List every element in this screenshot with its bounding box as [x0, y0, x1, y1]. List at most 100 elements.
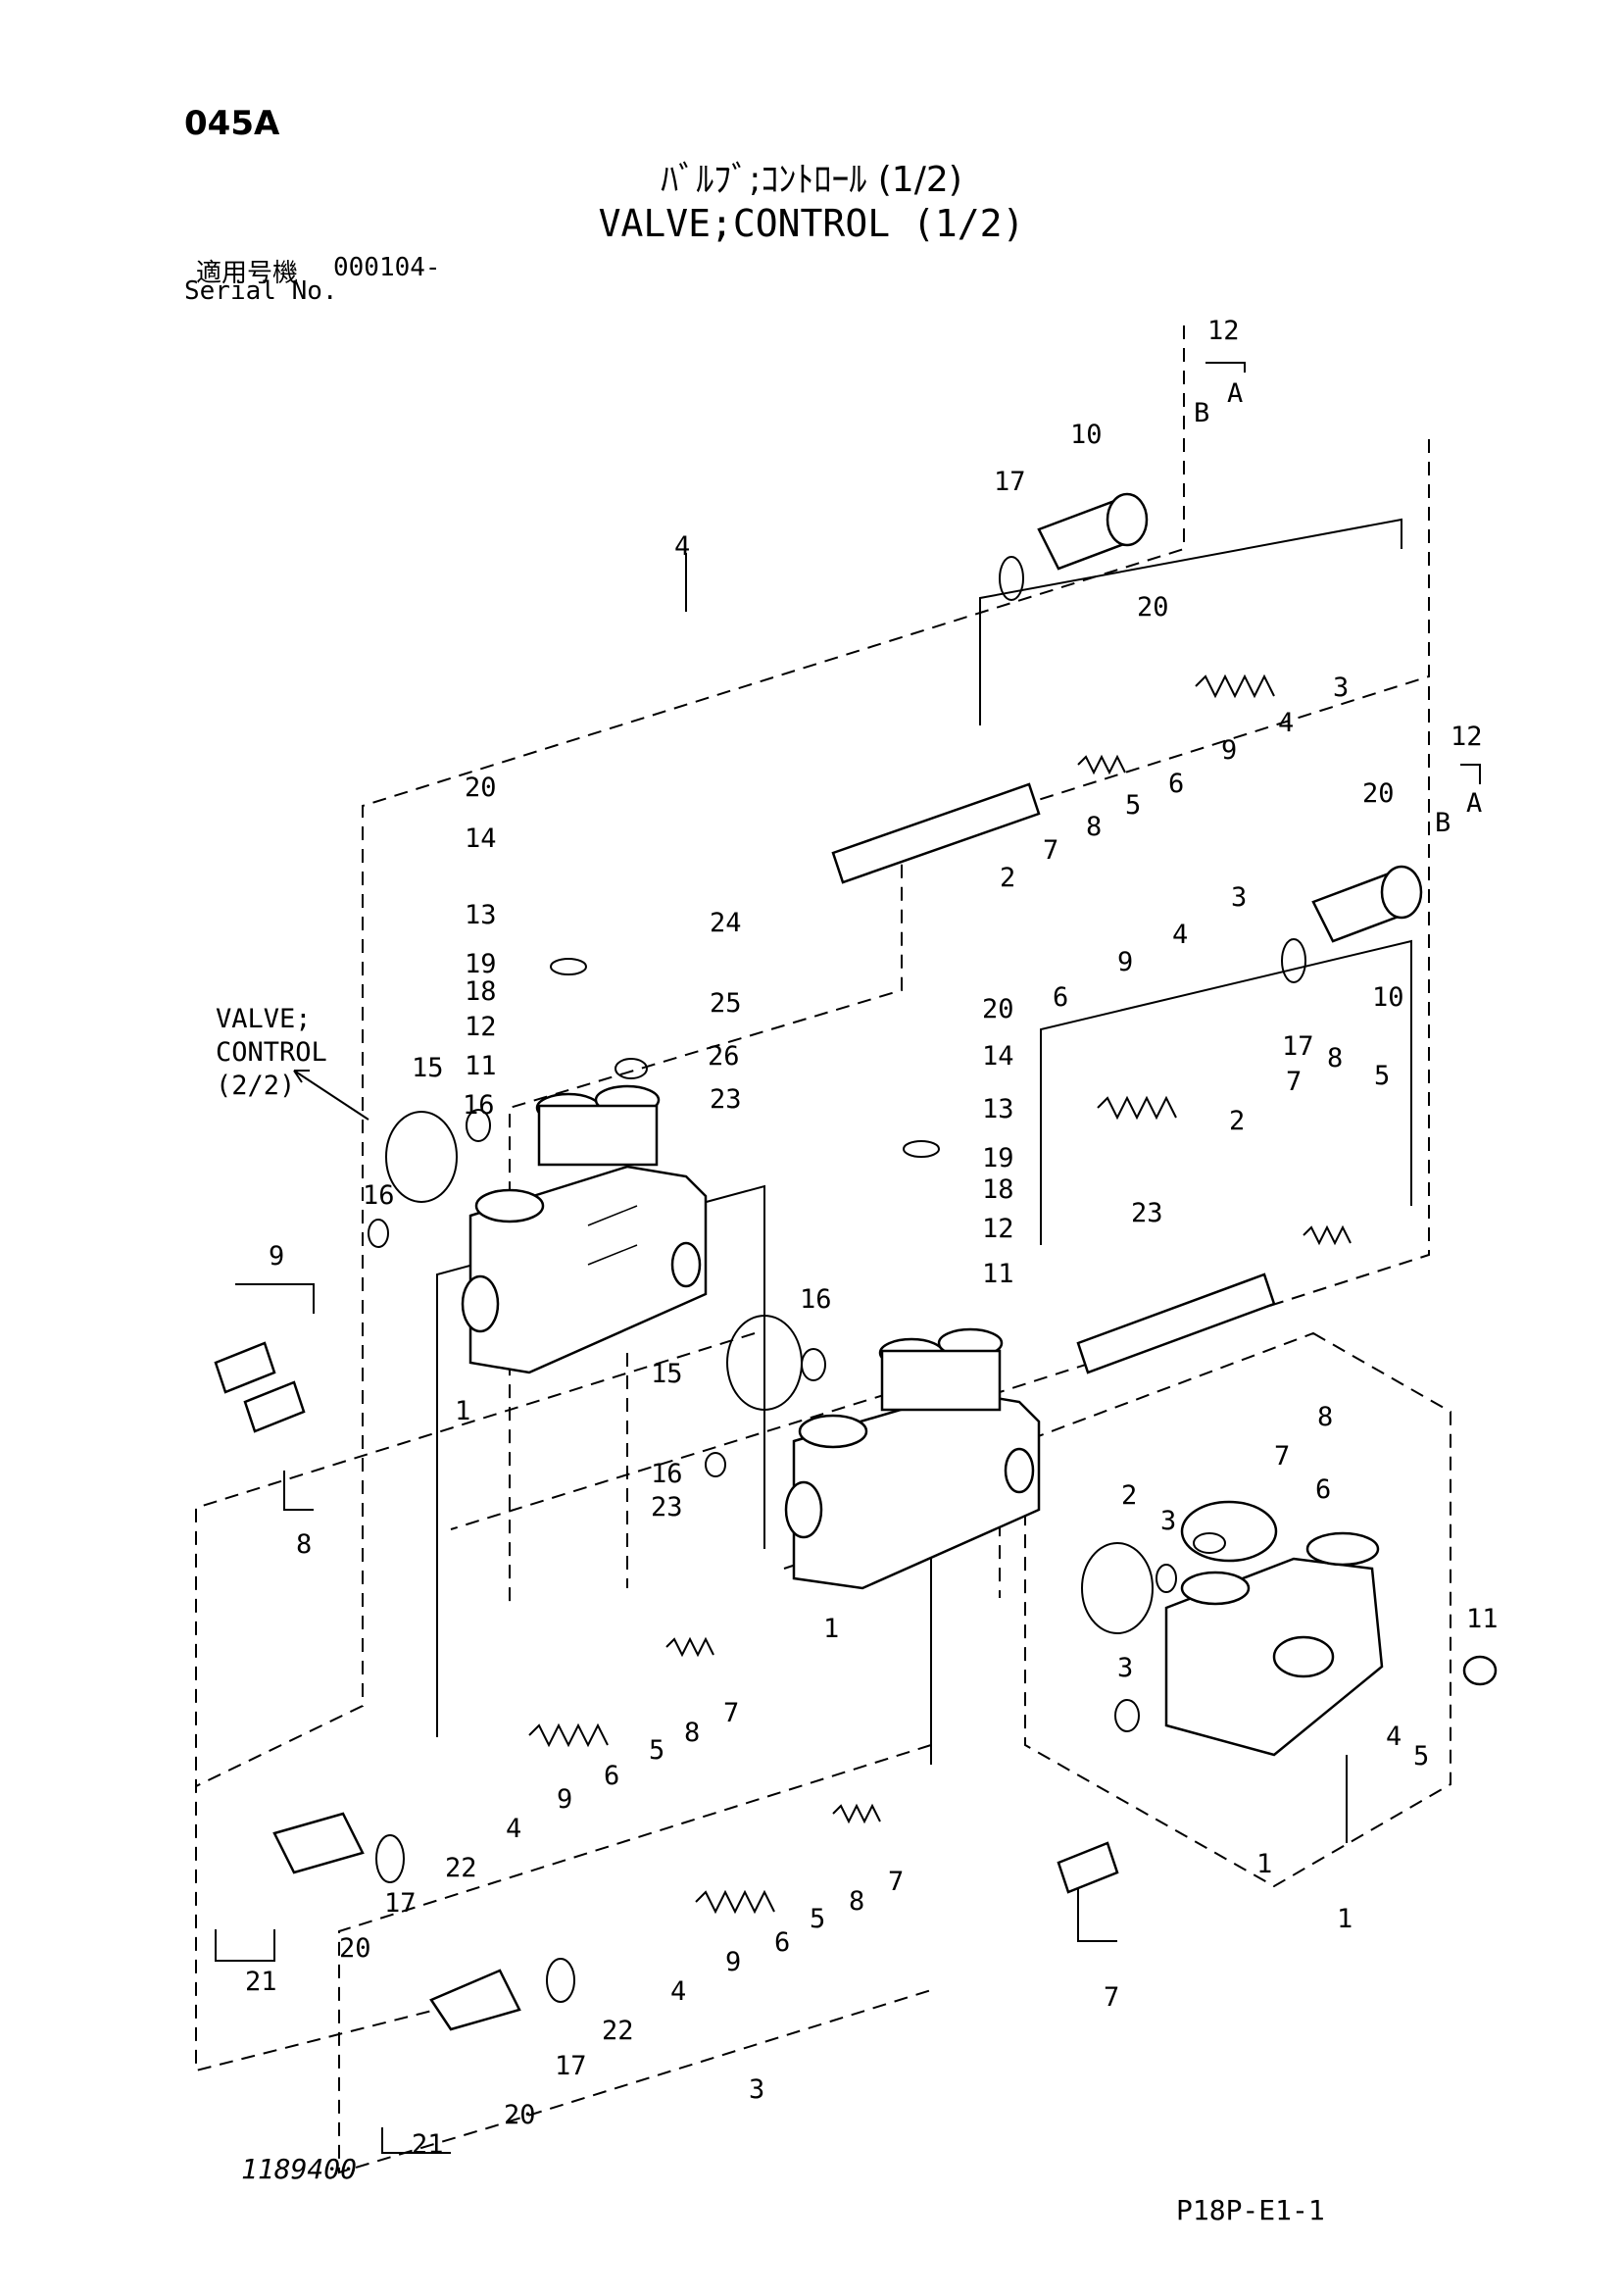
- label-left-20: 20: [465, 773, 497, 803]
- label-top-5: 5: [1125, 790, 1141, 821]
- reference-valve-line2: CONTROL: [216, 1037, 327, 1068]
- label-top-10: 10: [1070, 420, 1103, 450]
- label-b1-8: 8: [684, 1718, 700, 1748]
- label-top-3: 3: [1333, 673, 1349, 703]
- label-left-12: 12: [465, 1012, 497, 1042]
- label-b2-17: 17: [555, 2051, 587, 2081]
- page-code: 045A: [184, 104, 280, 143]
- label-right-group-8: 8: [1317, 1402, 1333, 1432]
- label-b2-8: 8: [849, 1886, 864, 1917]
- label-group-4: 4: [674, 531, 690, 562]
- label-right-group-4: 4: [1386, 1722, 1402, 1752]
- sheet-code: P18P-E1-1: [1176, 2194, 1325, 2226]
- label-right-group-7b: 7: [1104, 1982, 1119, 2013]
- outline-group-3: [338, 1744, 932, 2174]
- label-b2-4: 4: [670, 1976, 686, 2007]
- label-b2-6: 6: [774, 1927, 790, 1958]
- outline-bottom-left: [195, 1332, 756, 2072]
- label-right-10: 10: [1372, 982, 1404, 1013]
- leader-lines: [215, 362, 1481, 2154]
- label-top-9: 9: [1221, 735, 1237, 766]
- left-valve-body: [461, 1084, 708, 1374]
- label-b2-9: 9: [725, 1947, 741, 1977]
- label-top-4: 4: [1278, 708, 1294, 738]
- label-right-b: B: [1435, 808, 1451, 838]
- label-right-12: 12: [1451, 722, 1483, 752]
- label-b1-17: 17: [384, 1888, 417, 1919]
- label-right-8: 8: [1327, 1043, 1343, 1073]
- label-top-2: 2: [1000, 863, 1015, 893]
- label-b1-5: 5: [649, 1735, 664, 1766]
- label-b1-22: 22: [445, 1853, 477, 1883]
- label-b1-7: 7: [723, 1698, 739, 1728]
- label-mid-23a: 23: [1131, 1198, 1163, 1228]
- label-right-group-3b: 3: [1117, 1653, 1133, 1683]
- label-b2-21: 21: [412, 2129, 444, 2160]
- label-mid-16a: 16: [800, 1284, 832, 1315]
- label-mid-1: 1: [823, 1614, 839, 1644]
- label-right-2: 2: [1229, 1106, 1245, 1136]
- label-b2-7: 7: [888, 1867, 904, 1897]
- label-top-8: 8: [1086, 812, 1102, 842]
- label-left-19: 19: [465, 949, 497, 979]
- label-top-6: 6: [1168, 769, 1184, 799]
- label-left-24: 24: [710, 908, 742, 938]
- label-group-3: 3: [749, 2074, 764, 2105]
- label-b1-6: 6: [604, 1761, 619, 1791]
- label-top-20: 20: [1137, 592, 1169, 623]
- reference-valve-line1: VALVE;: [216, 1004, 312, 1034]
- o-rings: [368, 556, 1306, 2003]
- label-top-7: 7: [1043, 835, 1058, 866]
- label-left-14: 14: [465, 824, 497, 854]
- label-mid-15: 15: [651, 1359, 683, 1389]
- label-left-11: 11: [465, 1051, 497, 1081]
- label-right-4: 4: [1172, 920, 1188, 950]
- outline-right-group-1: [1024, 1331, 1451, 1888]
- label-b2-22: 22: [602, 2016, 634, 2046]
- label-right-3: 3: [1231, 882, 1247, 913]
- label-top-a: A: [1227, 378, 1243, 409]
- label-right-group-2: 2: [1121, 1480, 1137, 1511]
- label-right-9: 9: [1117, 947, 1133, 977]
- label-left-15: 15: [412, 1053, 444, 1083]
- label-left-25: 25: [710, 988, 742, 1019]
- title-english: VALVE;CONTROL (1/2): [598, 202, 1025, 245]
- label-mid-12: 12: [982, 1214, 1014, 1244]
- label-mid-20: 20: [982, 994, 1014, 1024]
- label-b1-4: 4: [506, 1814, 521, 1844]
- label-left-18: 18: [465, 976, 497, 1007]
- reference-valve-line3: (2/2): [216, 1071, 295, 1101]
- label-right-a: A: [1466, 788, 1482, 819]
- label-b1-21: 21: [245, 1967, 277, 1997]
- label-top-12: 12: [1207, 316, 1240, 346]
- label-right-5: 5: [1374, 1061, 1390, 1091]
- label-mid-18: 18: [982, 1174, 1014, 1205]
- serial-number-value: 000104-: [333, 253, 441, 282]
- label-right-group-1b: 1: [1337, 1904, 1352, 1934]
- serial-label-japanese: 適用号機: [196, 259, 299, 288]
- label-right-group-11: 11: [1466, 1604, 1499, 1634]
- label-right-17: 17: [1282, 1031, 1314, 1062]
- outline-middle-right: [999, 686, 1430, 1598]
- middle-valve-body: [784, 1327, 1041, 1590]
- serial-label-english: Serial No.: [184, 276, 338, 306]
- label-mid-13: 13: [982, 1094, 1014, 1124]
- label-right-group-6: 6: [1315, 1474, 1331, 1505]
- label-right-20: 20: [1362, 778, 1395, 809]
- label-b2-20: 20: [504, 2100, 536, 2130]
- label-right-group-7: 7: [1274, 1441, 1290, 1472]
- label-mid-23b: 23: [651, 1492, 683, 1522]
- label-right-group-1a: 1: [1256, 1849, 1272, 1879]
- right-valve-body: [1164, 1500, 1498, 1757]
- springs: [528, 674, 1352, 1915]
- title-japanese: ﾊﾞﾙﾌﾞ;ｺﾝﾄﾛｰﾙ (1/2): [661, 160, 962, 200]
- outline-group-4: [195, 325, 1185, 1787]
- dashed-group-outlines: [195, 325, 1451, 2174]
- label-b2-5: 5: [810, 1904, 825, 1934]
- label-left-8: 8: [296, 1529, 312, 1560]
- label-mid-14: 14: [982, 1041, 1014, 1072]
- label-top-17: 17: [994, 467, 1026, 497]
- figure-number: 1189400: [241, 2153, 358, 2185]
- label-left-16b: 16: [363, 1180, 395, 1211]
- label-mid-16b: 16: [651, 1459, 683, 1489]
